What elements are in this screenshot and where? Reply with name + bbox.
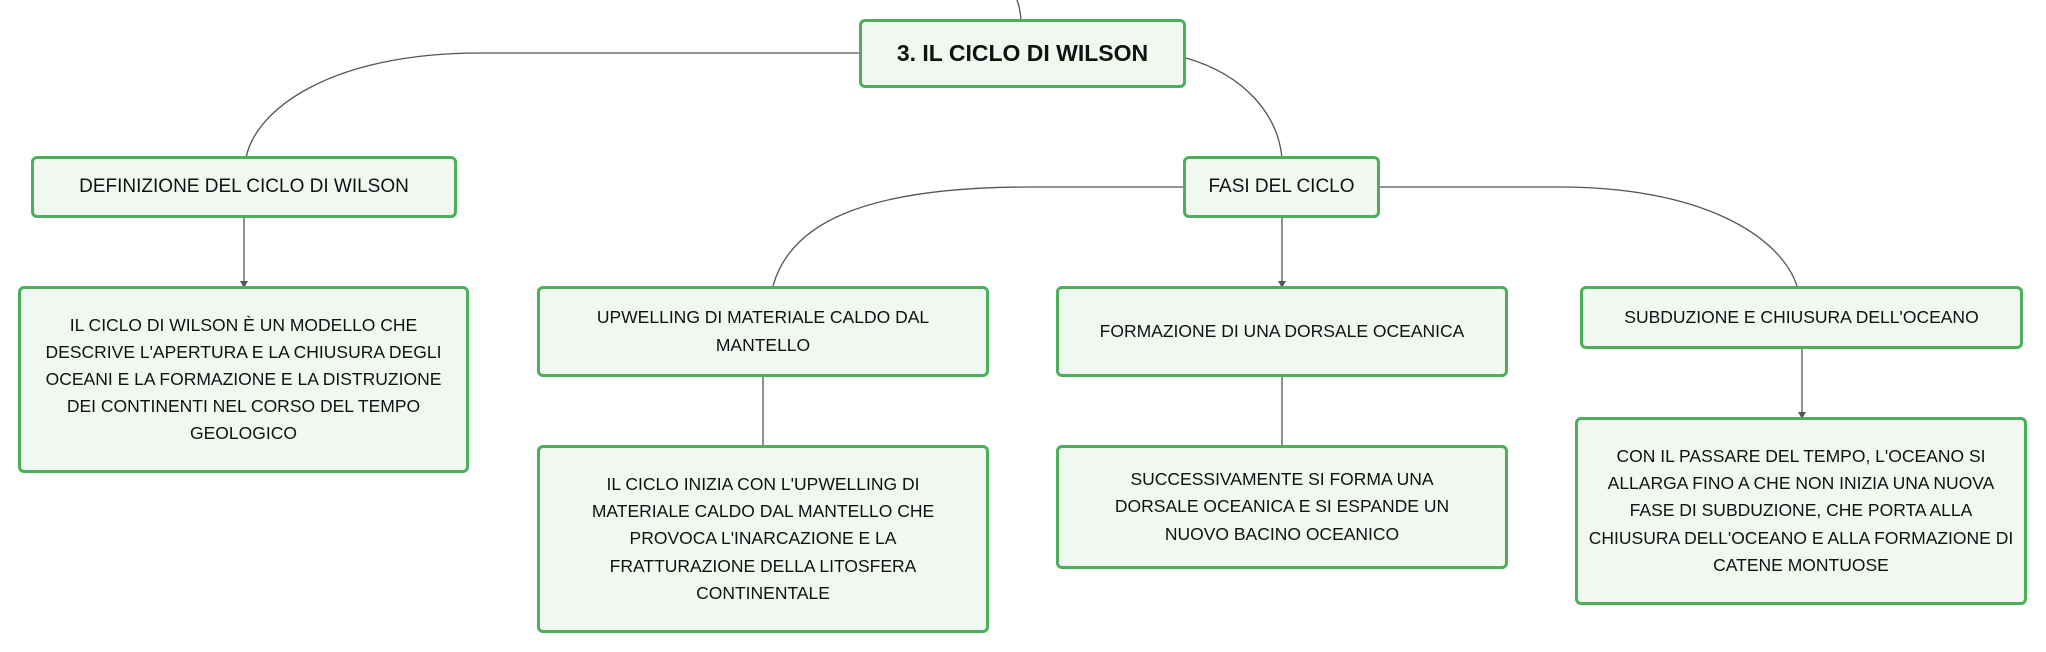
phase-upwelling-detail-node[interactable]: IL CICLO INIZIA CON L'UPWELLING DI MATER… <box>537 445 989 633</box>
connector-root-definition <box>245 52 860 159</box>
phase-upwelling-node[interactable]: UPWELLING DI MATERIALE CALDO DAL MANTELL… <box>537 286 989 377</box>
definition-node[interactable]: DEFINIZIONE DEL CICLO DI WILSON <box>31 156 457 218</box>
root-node[interactable]: 3. IL CICLO DI WILSON <box>859 19 1186 88</box>
phase-upwelling-detail-text: IL CICLO INIZIA CON L'UPWELLING DI MATER… <box>591 474 935 603</box>
definition-detail-node[interactable]: IL CICLO DI WILSON È UN MODELLO CHE DESC… <box>18 286 469 473</box>
phase-subduzione-detail-node[interactable]: CON IL PASSARE DEL TEMPO, L'OCEANO SI AL… <box>1575 417 2027 605</box>
phase-subduzione-node[interactable]: SUBDUZIONE E CHIUSURA DELL'OCEANO <box>1580 286 2023 349</box>
phase-subduzione-label: SUBDUZIONE E CHIUSURA DELL'OCEANO <box>1624 306 1979 327</box>
phase-upwelling-label: UPWELLING DI MATERIALE CALDO DAL MANTELL… <box>596 307 930 355</box>
connector-phases-subduzione <box>1379 186 1798 287</box>
connector-root-top <box>1016 0 1022 21</box>
arrowhead-subduzione-detail <box>1798 412 1806 419</box>
phases-node-label: FASI DEL CICLO <box>1208 176 1355 198</box>
definition-detail-text: IL CICLO DI WILSON È UN MODELLO CHE DESC… <box>45 314 442 444</box>
phase-dorsale-node[interactable]: FORMAZIONE DI UNA DORSALE OCEANICA <box>1056 286 1508 377</box>
phases-node[interactable]: FASI DEL CICLO <box>1183 156 1380 218</box>
connector-phases-upwelling <box>772 186 1184 287</box>
arrowhead-definition-detail <box>240 281 248 288</box>
phase-dorsale-detail-node[interactable]: SUCCESSIVAMENTE SI FORMA UNA DORSALE OCE… <box>1056 445 1508 569</box>
arrowhead-dorsale <box>1278 281 1286 288</box>
connector-root-phases <box>1185 57 1283 159</box>
root-node-label: 3. IL CICLO DI WILSON <box>896 39 1149 66</box>
phase-dorsale-label: FORMAZIONE DI UNA DORSALE OCEANICA <box>1099 320 1465 341</box>
phase-subduzione-detail-text: CON IL PASSARE DEL TEMPO, L'OCEANO SI AL… <box>1588 446 2014 575</box>
definition-node-label: DEFINIZIONE DEL CICLO DI WILSON <box>79 176 409 198</box>
phase-dorsale-detail-text: SUCCESSIVAMENTE SI FORMA UNA DORSALE OCE… <box>1114 469 1450 544</box>
